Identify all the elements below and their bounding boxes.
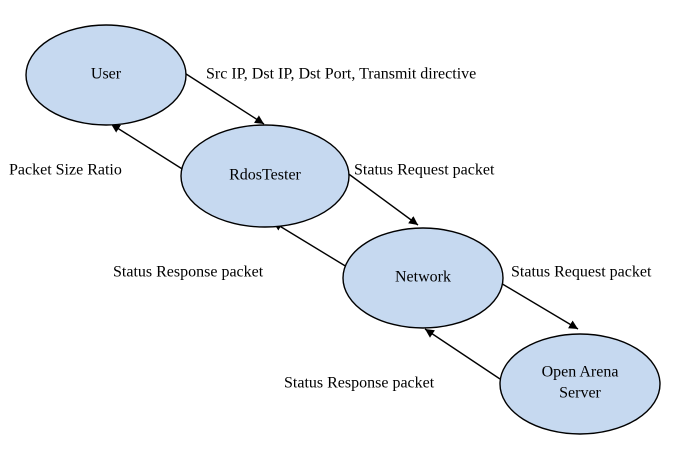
- label-server-to-network: Status Response packet: [284, 375, 435, 392]
- label-user-to-rdostester: Src IP, Dst IP, Dst Port, Transmit direc…: [206, 66, 476, 83]
- user-label: User: [91, 66, 122, 83]
- server-label-line1: Open Arena: [542, 364, 619, 381]
- rdostester-ellipse: [180, 124, 350, 228]
- edge-rdostester-to-user: [110, 123, 188, 173]
- edge-server-to-network: [424, 328, 501, 380]
- edge-network-to-server: [498, 281, 579, 330]
- edge-rdostester-to-network: [345, 171, 419, 226]
- label-rdostester-to-network: Status Request packet: [354, 162, 495, 179]
- rdostester-label: RdosTester: [229, 167, 301, 184]
- server-ellipse: [499, 333, 661, 435]
- edge-user-to-rdostester: [182, 71, 265, 125]
- label-rdostester-to-user: Packet Size Ratio: [9, 162, 122, 179]
- server-label-line2: Server: [559, 385, 601, 402]
- label-network-to-rdostester: Status Response packet: [113, 264, 264, 281]
- node-open-arena-server: Open Arena Server: [499, 333, 661, 435]
- edge-network-to-rdostester: [272, 221, 348, 268]
- user-ellipse: [25, 24, 187, 126]
- node-network: Network: [342, 227, 504, 329]
- node-rdostester: RdosTester: [180, 124, 350, 228]
- network-label: Network: [395, 269, 451, 286]
- label-network-to-server: Status Request packet: [511, 264, 652, 281]
- network-ellipse: [342, 227, 504, 329]
- node-user: User: [25, 24, 187, 126]
